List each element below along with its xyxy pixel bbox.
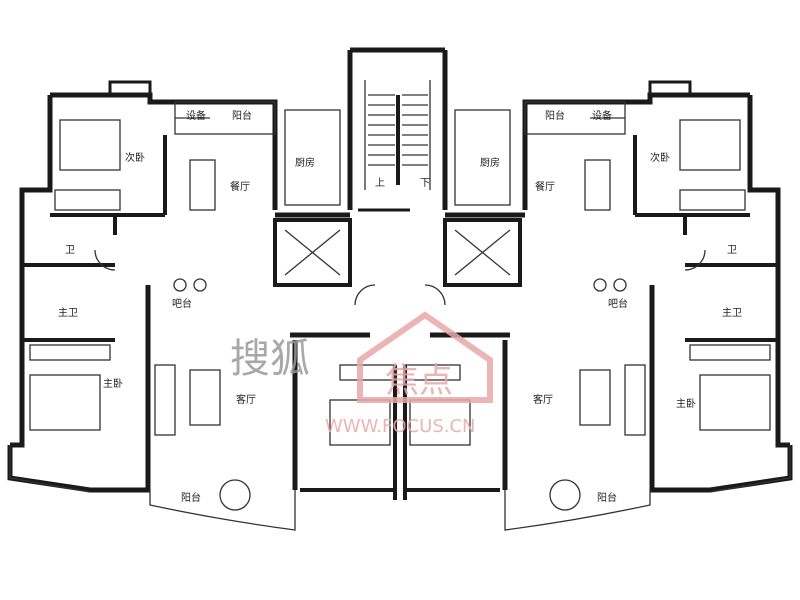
label-stairs-up: 上: [375, 177, 385, 189]
label-right-bar: 吧台: [608, 297, 628, 310]
label-right-second-bedroom: 次卧: [650, 151, 670, 164]
label-left-bar: 吧台: [172, 297, 192, 310]
label-left-second-bedroom: 次卧: [125, 151, 145, 164]
label-left-dining: 餐厅: [230, 180, 250, 193]
label-right-living: 客厅: [533, 393, 553, 406]
watermark-house-icon: [357, 311, 493, 403]
watermark: 搜狐 焦点 WWW.FOCUS.CN: [230, 311, 493, 437]
label-left-master-bath: 主卫: [58, 307, 78, 319]
label-right-balcony-top: 阳台: [545, 109, 565, 122]
walls: [7, 47, 793, 500]
label-left-living: 客厅: [236, 393, 256, 406]
label-right-bathroom: 卫: [727, 245, 737, 256]
watermark-url: WWW.FOCUS.CN: [325, 416, 476, 437]
label-right-dining: 餐厅: [535, 180, 555, 193]
label-left-equipment: 设备: [186, 109, 206, 122]
label-left-bathroom: 卫: [65, 245, 75, 256]
label-right-balcony-bottom: 阳台: [597, 491, 617, 504]
label-right-kitchen: 厨房: [480, 156, 500, 169]
label-right-master-bath: 主卫: [722, 307, 742, 319]
label-stairs-down: 下: [420, 178, 430, 189]
label-left-kitchen: 厨房: [295, 156, 315, 169]
watermark-logo: 焦点: [385, 361, 453, 401]
label-right-master-bedroom: 主卧: [676, 397, 696, 410]
thin-lines: [9, 80, 791, 531]
watermark-chars: 搜狐: [230, 336, 310, 382]
label-left-master-bedroom: 主卧: [103, 377, 123, 390]
label-right-equipment: 设备: [592, 109, 612, 122]
room-labels-right: 设备 阳台 次卧 餐厅 厨房 卫 主卫 吧台 主卧 客厅 阳台: [480, 109, 742, 504]
room-labels-left: 设备 阳台 次卧 餐厅 厨房 卫 主卫 吧台 主卧 客厅 阳台: [58, 109, 315, 504]
label-left-balcony-top: 阳台: [232, 109, 252, 122]
stair-labels: 上 下: [375, 177, 430, 189]
label-left-balcony-bottom: 阳台: [181, 491, 201, 504]
